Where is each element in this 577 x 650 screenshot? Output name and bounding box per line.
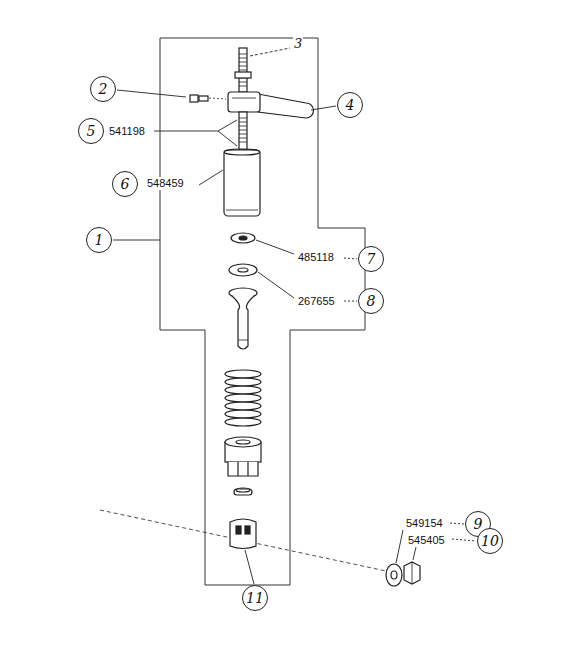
callout-number: 6 [112,171,138,197]
threaded-rod [239,112,247,150]
nut [404,562,420,584]
callout-number: 2 [90,76,116,102]
part-number: 549154 [404,517,445,530]
washer [386,564,402,586]
washer [229,264,257,276]
coil-spring [225,370,261,426]
retaining-ring [234,488,252,495]
callout-number: 5 [78,118,104,144]
assembly-axis [100,510,386,571]
cylinder [224,149,260,216]
callout-number: 7 [358,246,384,272]
valve-stem [229,288,257,349]
part-number: 485118 [296,251,336,264]
stud [235,48,251,92]
callout-number: 1 [86,227,112,253]
assembly-outline [160,38,365,585]
leader-lines [113,48,476,584]
washer [231,233,255,243]
callout-number: 8 [358,288,384,314]
callout-number: 4 [337,92,363,118]
part-number: 541198 [107,125,147,138]
spring-seat [225,437,261,476]
callout-number: 11 [242,585,268,611]
part-number: 548459 [145,177,186,190]
callout-number: 10 [477,528,503,554]
callout-number: 3 [293,36,303,51]
part-number: 267655 [296,295,337,308]
small-screw [190,95,226,102]
part-number: 545405 [406,534,447,547]
clip [230,519,256,549]
